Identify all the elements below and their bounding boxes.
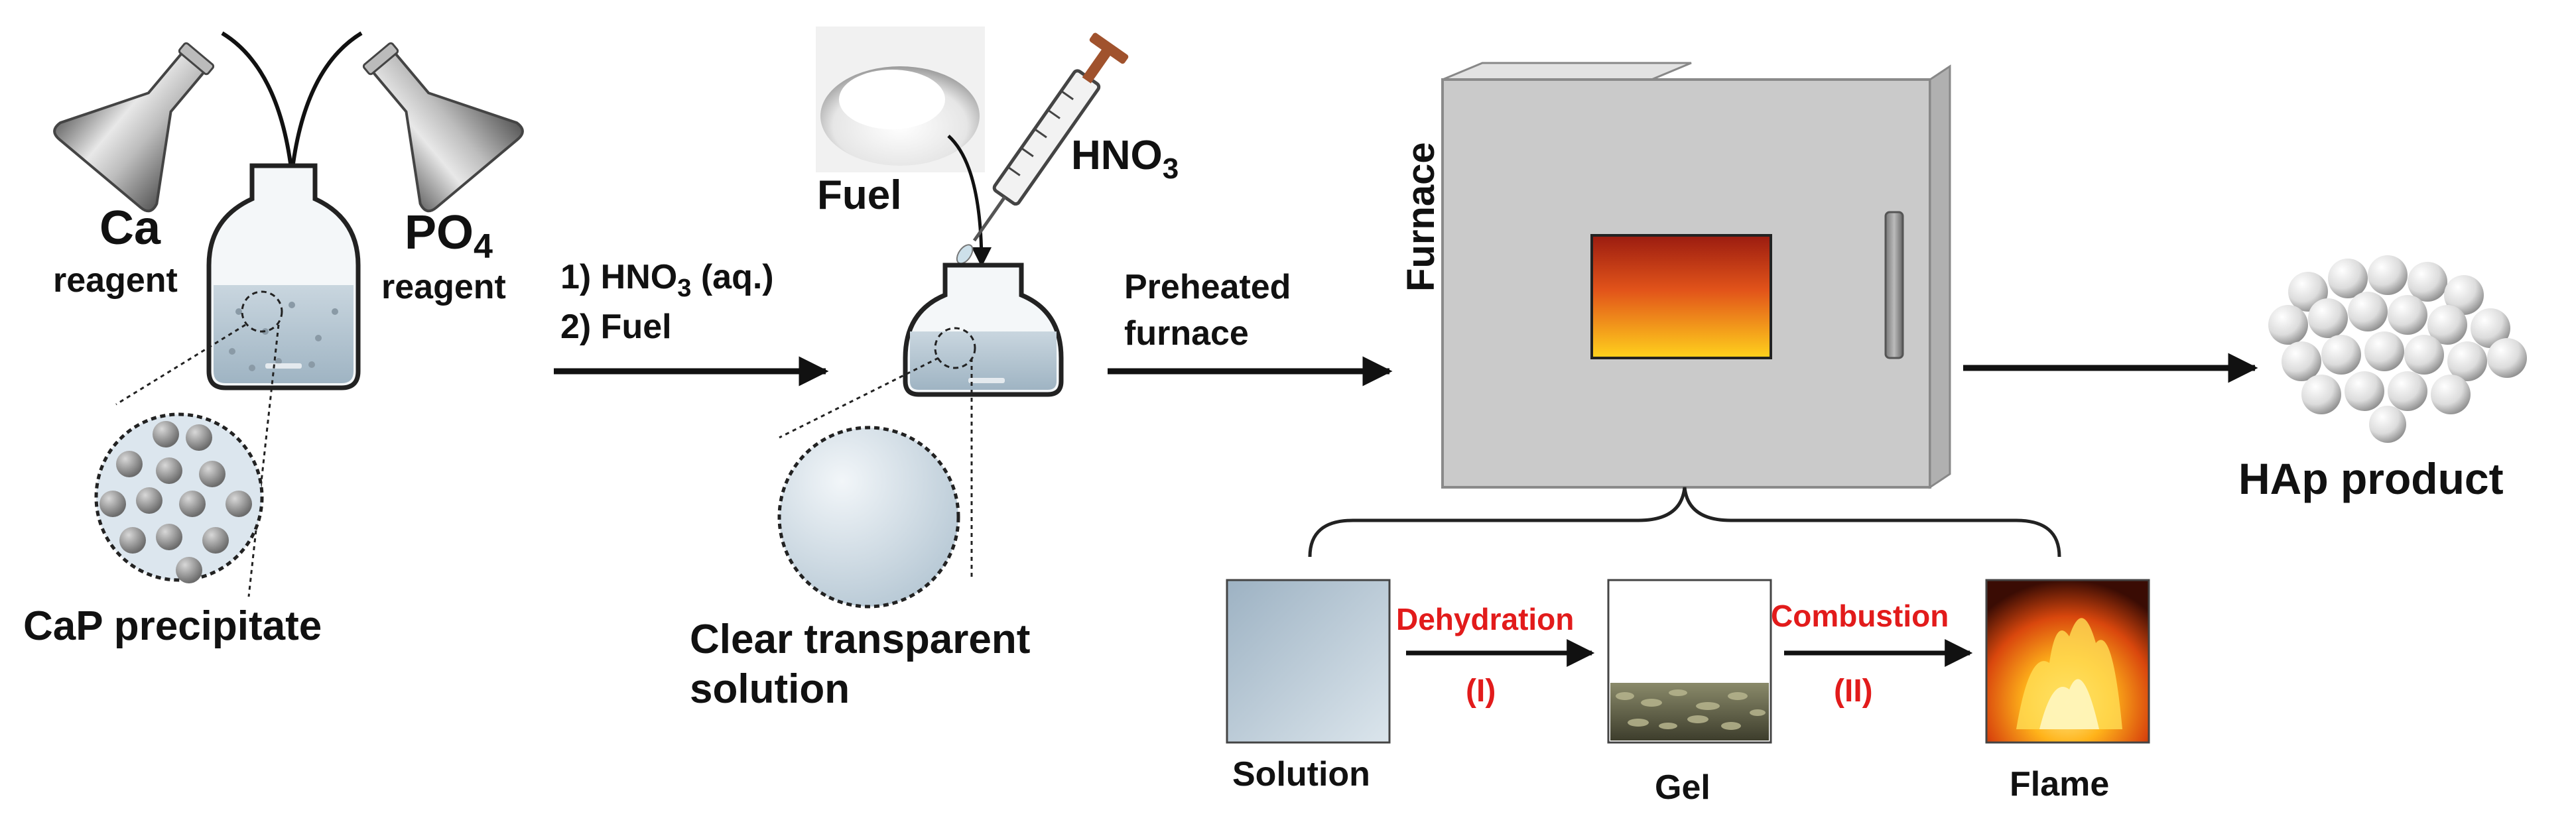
flame-square bbox=[1985, 579, 2150, 744]
solution-square bbox=[1226, 579, 1391, 744]
solution-bottle-icon bbox=[903, 263, 1064, 397]
fuel-drop-arrow bbox=[947, 135, 992, 267]
step-2-line-2: furnace bbox=[1124, 314, 1249, 353]
ca-reagent-flask-icon bbox=[53, 42, 215, 213]
combustion-label: Combustion bbox=[1771, 599, 1949, 633]
stage-2-solution: Fuel HNO3 Clear transparent solution bbox=[690, 27, 1179, 712]
ca-reagent-label: reagent bbox=[53, 261, 178, 300]
step-2-line-1: Preheated bbox=[1124, 268, 1291, 306]
stage-1-reagents: Ca reagent PO4 reagent CaP precipitate bbox=[23, 31, 524, 649]
solution-magnified-circle bbox=[777, 426, 960, 609]
po4-reagent-label: reagent bbox=[381, 268, 506, 306]
hap-product-label: HAp product bbox=[2238, 454, 2504, 503]
syringe-icon bbox=[956, 32, 1129, 265]
fuel-powder-icon bbox=[816, 27, 985, 172]
hap-product-cluster-icon bbox=[2268, 255, 2527, 443]
step-2-transition: Preheated furnace bbox=[1108, 268, 1393, 386]
step-ii-label: (II) bbox=[1834, 674, 1873, 709]
furnace-window bbox=[1590, 234, 1772, 359]
solution-label-line-2: solution bbox=[690, 666, 850, 712]
step-i-label: (I) bbox=[1466, 674, 1496, 709]
zoom-line bbox=[247, 324, 280, 597]
po4-label: PO4 bbox=[405, 206, 493, 266]
furnace-icon: Furnace bbox=[1399, 62, 1951, 489]
dehydration-label: Dehydration bbox=[1396, 602, 1574, 636]
zoom-line bbox=[115, 324, 246, 406]
fuel-label: Fuel bbox=[817, 172, 901, 218]
zoom-line bbox=[779, 357, 939, 439]
furnace-label: Furnace bbox=[1399, 142, 1443, 292]
ca-label: Ca bbox=[99, 202, 161, 255]
furnace-brace bbox=[1308, 487, 2061, 558]
solution-label-line-1: Clear transparent bbox=[690, 617, 1030, 662]
precipitate-magnified-circle bbox=[94, 412, 264, 583]
step-1-line-2: 2) Fuel bbox=[560, 308, 672, 346]
gel-caption: Gel bbox=[1655, 768, 1710, 807]
mechanism-strip: Dehydration (I) Combustion (II) Solution… bbox=[1226, 579, 2150, 807]
flame-caption: Flame bbox=[2010, 765, 2109, 803]
gel-square bbox=[1607, 579, 1772, 744]
po4-reagent-flask-icon bbox=[362, 42, 524, 213]
step-1-line-1: 1) HNO3 (aq.) bbox=[560, 258, 774, 302]
hno3-label: HNO3 bbox=[1071, 133, 1179, 185]
reaction-bottle-icon bbox=[206, 163, 361, 390]
furnace-handle bbox=[1884, 211, 1904, 359]
step-1-transition: 1) HNO3 (aq.) 2) Fuel bbox=[554, 258, 829, 386]
solution-caption: Solution bbox=[1232, 755, 1370, 794]
precipitate-label: CaP precipitate bbox=[23, 603, 322, 649]
